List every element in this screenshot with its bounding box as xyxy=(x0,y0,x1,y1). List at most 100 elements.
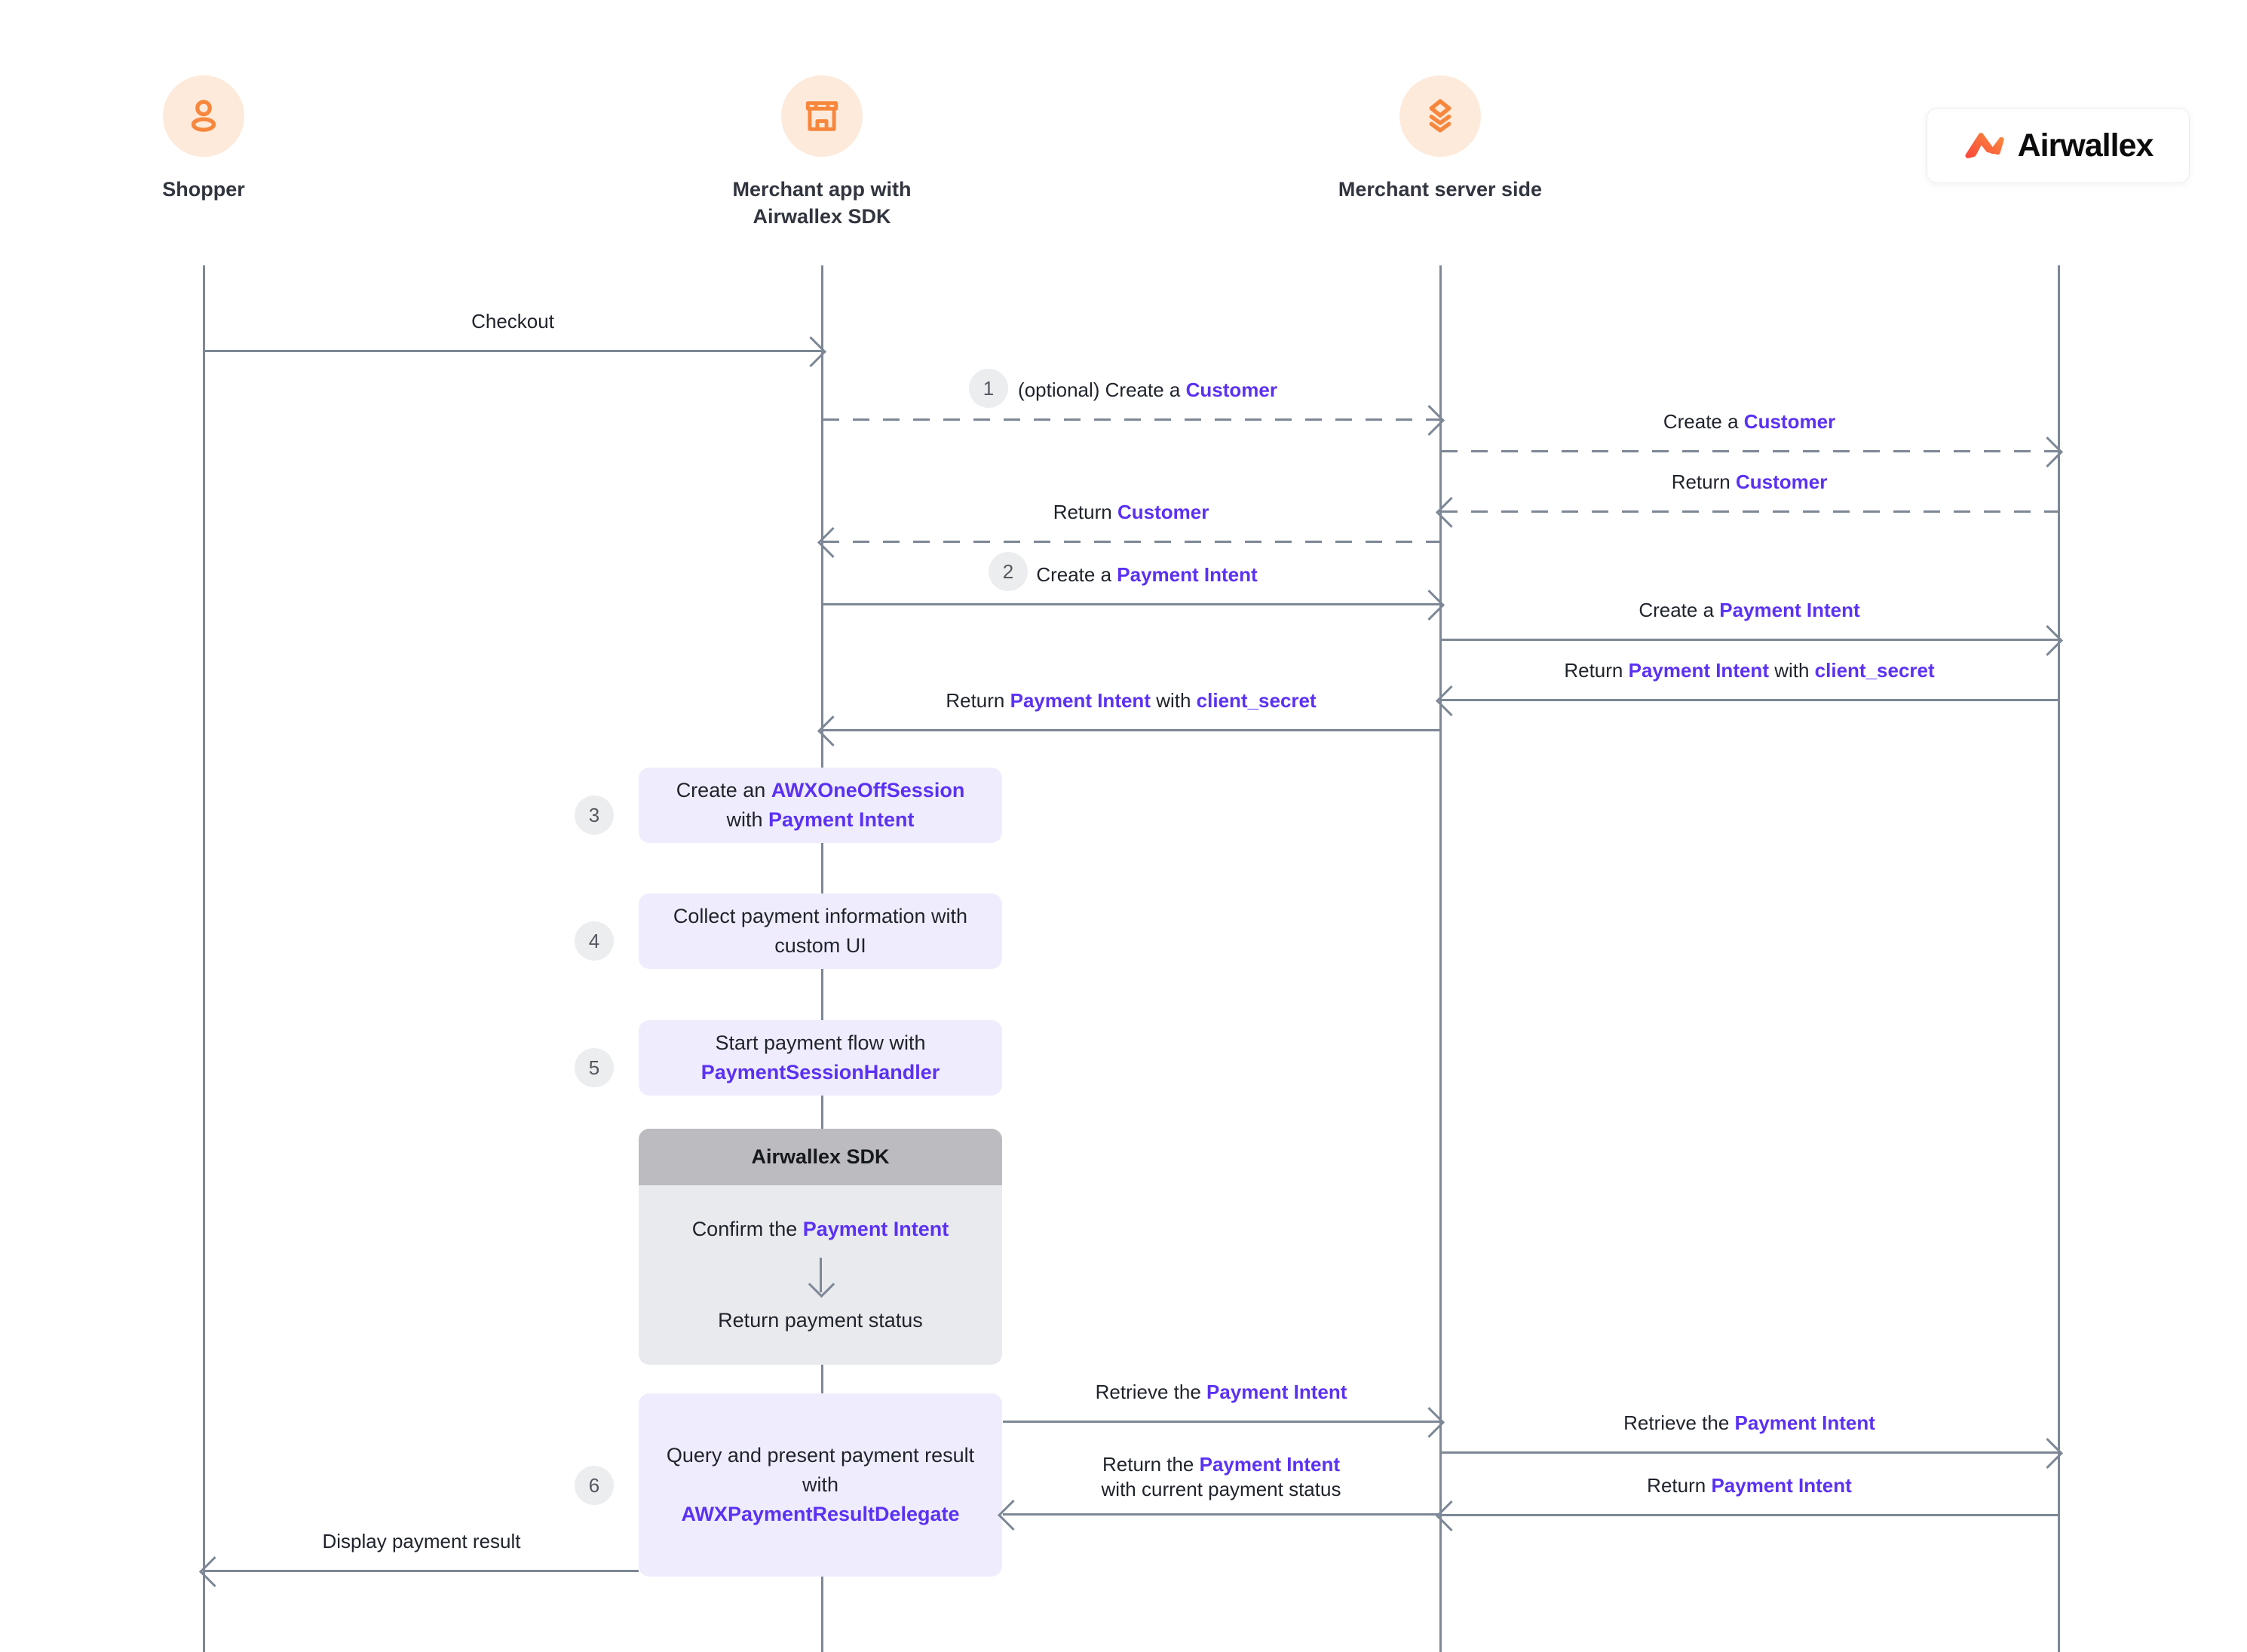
step-badge-label: 1 xyxy=(982,376,995,400)
message-highlight: Payment Intent xyxy=(1206,1380,1347,1403)
message-caption: Return Customer xyxy=(823,500,1439,525)
step-text: with xyxy=(726,808,768,831)
lifeline-airwallex xyxy=(2058,265,2060,1652)
message-line xyxy=(1003,1421,1439,1423)
airwallex-logo-text: Airwallex xyxy=(2017,127,2154,164)
message-text: Retrieve the xyxy=(1095,1380,1207,1403)
step-box-line2: PaymentSessionHandler xyxy=(701,1058,940,1087)
message-highlight: Customer xyxy=(1185,378,1277,401)
step-box-line1: Create an AWXOneOffSession xyxy=(676,776,965,805)
lifeline-merchant-server xyxy=(1439,265,1442,1652)
step-highlight: AWXPaymentResultDelegate xyxy=(681,1503,960,1526)
message-highlight: Payment Intent xyxy=(1117,562,1258,586)
airwallex-sdk-line2: Return payment status xyxy=(718,1309,923,1332)
message-highlight: Payment Intent xyxy=(1719,598,1860,621)
message-line xyxy=(1441,639,2058,641)
step-box-query-present-payment-result: Query and present payment result with AW… xyxy=(639,1393,1002,1577)
message-text: Checkout xyxy=(471,309,554,333)
message-text-after: with xyxy=(1150,688,1197,712)
actor-merchant-app-label-line1: Merchant app with xyxy=(732,178,912,201)
lifeline-shopper xyxy=(203,265,205,1652)
message-text-after: with xyxy=(1768,658,1815,682)
message-highlight: Customer xyxy=(1743,409,1836,433)
message-caption: Return the Payment Intent with current p… xyxy=(1003,1452,1439,1501)
step-box-line1: Query and present payment result xyxy=(667,1441,974,1470)
step-box-line1: Start payment flow with xyxy=(715,1028,925,1058)
actor-merchant-server-label: Merchant server side xyxy=(1338,178,1543,201)
message-highlight: Payment Intent xyxy=(1734,1411,1875,1434)
message-highlight: Payment Intent xyxy=(1628,658,1769,682)
message-line xyxy=(823,603,1439,605)
message-line xyxy=(823,418,1439,421)
step-box-line1: Collect payment information with xyxy=(673,902,967,931)
step-box-start-payment-flow: Start payment flow with PaymentSessionHa… xyxy=(639,1020,1002,1096)
message-highlight: Customer xyxy=(1117,500,1209,523)
airwallex-sdk-block-body: Confirm the Payment Intent Return paymen… xyxy=(639,1185,1002,1365)
step-box-line2: custom UI xyxy=(774,931,866,961)
message-line xyxy=(204,1570,639,1572)
sdk-text: Confirm the xyxy=(691,1217,803,1240)
message-highlight: Customer xyxy=(1735,470,1828,493)
actor-merchant-app-label: Merchant app with Airwallex SDK xyxy=(694,176,950,230)
arrowhead-left-icon xyxy=(997,1499,1029,1531)
message-line xyxy=(1441,699,2058,701)
message-line xyxy=(823,541,1439,543)
message-line xyxy=(1003,1513,1439,1516)
message-text: Create a xyxy=(1639,598,1720,621)
step-text: with xyxy=(802,1473,838,1496)
message-caption: Return Payment Intent with client_secret xyxy=(1441,658,2058,683)
message-line xyxy=(1441,510,2058,513)
message-caption: Return Customer xyxy=(1441,470,2058,495)
message-line xyxy=(823,729,1439,731)
message-text: Create a xyxy=(1036,562,1117,586)
step-badge-2: 2 xyxy=(989,552,1028,591)
airwallex-sdk-block: Airwallex SDK Confirm the Payment Intent… xyxy=(639,1129,1002,1365)
step-box-create-one-off-session: Create an AWXOneOffSession with Payment … xyxy=(639,768,1002,843)
step-badge-5: 5 xyxy=(575,1048,614,1087)
message-caption: Retrieve the Payment Intent xyxy=(1003,1380,1439,1405)
step-highlight: PaymentSessionHandler xyxy=(700,1061,940,1083)
storefront-icon xyxy=(781,75,863,157)
message-caption: (optional) Create a Customer xyxy=(823,378,1439,403)
step-badge-label: 6 xyxy=(588,1473,600,1497)
step-badge-1: 1 xyxy=(969,369,1008,408)
message-text: Return the xyxy=(1102,1453,1200,1476)
message-text: Retrieve the xyxy=(1623,1411,1735,1434)
person-icon xyxy=(163,75,244,157)
message-text: Create a xyxy=(1663,409,1744,433)
message-text: Display payment result xyxy=(322,1529,521,1552)
step-badge-4: 4 xyxy=(575,921,614,961)
message-text: Return xyxy=(1647,1473,1712,1497)
message-highlight: Payment Intent xyxy=(1010,688,1151,712)
step-text: custom UI xyxy=(774,934,866,957)
step-box-collect-payment-information: Collect payment information with custom … xyxy=(639,893,1002,969)
step-badge-label: 5 xyxy=(588,1056,600,1079)
step-highlight: Payment Intent xyxy=(768,808,915,831)
message-text: Return xyxy=(946,688,1010,712)
step-badge-6: 6 xyxy=(575,1466,614,1505)
step-text: Create an xyxy=(676,778,771,801)
message-caption-line1: Return the Payment Intent xyxy=(1003,1452,1439,1477)
step-text: Query and present payment result xyxy=(666,1443,975,1467)
actor-merchant-server: Merchant server side xyxy=(1312,75,1568,204)
step-badge-label: 3 xyxy=(588,803,600,826)
message-line xyxy=(1441,450,2058,452)
sdk-highlight: Payment Intent xyxy=(802,1217,949,1240)
message-caption: Checkout xyxy=(204,309,821,334)
message-caption-line2: with current payment status xyxy=(1101,1477,1341,1500)
message-line xyxy=(204,350,821,352)
step-badge-label: 4 xyxy=(588,929,600,952)
step-box-line3: AWXPaymentResultDelegate xyxy=(681,1500,959,1529)
actor-merchant-app-label-line2: Airwallex SDK xyxy=(753,204,891,228)
airwallex-logo-mark xyxy=(1964,133,2004,158)
message-text: Return xyxy=(1564,658,1629,682)
step-box-line2: with xyxy=(802,1470,838,1500)
step-badge-label: 2 xyxy=(1002,559,1014,583)
airwallex-logo-card: Airwallex xyxy=(1927,108,2190,183)
message-line xyxy=(1441,1514,2058,1516)
message-text: (optional) Create a xyxy=(1018,378,1186,401)
message-caption: Return Payment Intent xyxy=(1441,1473,2058,1498)
message-caption: Return Payment Intent with client_secret xyxy=(823,688,1439,713)
message-caption: Display payment result xyxy=(204,1529,639,1554)
